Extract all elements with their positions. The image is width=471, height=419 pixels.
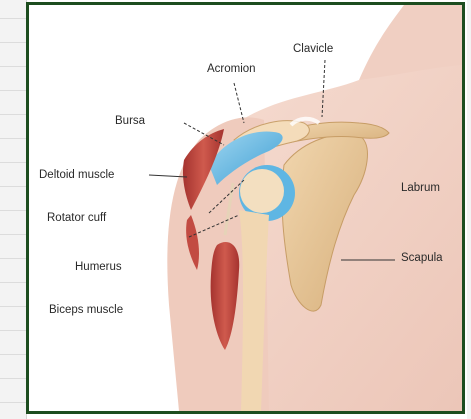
gutter-row-line — [0, 234, 26, 235]
shoulder-anatomy-image[interactable]: Clavicle Acromion Bursa Deltoid muscle R… — [26, 2, 465, 414]
label-scapula: Scapula — [401, 251, 443, 265]
gutter-row-line — [0, 378, 26, 379]
gutter-row-line — [0, 258, 26, 259]
label-bursa: Bursa — [115, 114, 145, 128]
label-humerus: Humerus — [75, 260, 122, 274]
label-clavicle: Clavicle — [293, 42, 333, 56]
label-rotator-cuff: Rotator cuff — [47, 211, 106, 225]
spreadsheet-gutter — [0, 0, 27, 419]
gutter-row-line — [0, 186, 26, 187]
gutter-row-line — [0, 90, 26, 91]
gutter-row-line — [0, 114, 26, 115]
gutter-row-line — [0, 162, 26, 163]
label-deltoid-muscle: Deltoid muscle — [39, 168, 114, 182]
gutter-row-line — [0, 18, 26, 19]
label-biceps-muscle: Biceps muscle — [49, 303, 123, 317]
label-labrum: Labrum — [401, 181, 440, 195]
gutter-row-line — [0, 354, 26, 355]
acromion-leader — [234, 83, 244, 123]
gutter-row-line — [0, 282, 26, 283]
gutter-row-line — [0, 330, 26, 331]
gutter-row-line — [0, 306, 26, 307]
gutter-row-line — [0, 42, 26, 43]
gutter-row-line — [0, 210, 26, 211]
spreadsheet-right-edge — [467, 0, 471, 419]
gutter-row-line — [0, 402, 26, 403]
gutter-row-line — [0, 66, 26, 67]
label-acromion: Acromion — [207, 62, 256, 76]
gutter-row-line — [0, 138, 26, 139]
